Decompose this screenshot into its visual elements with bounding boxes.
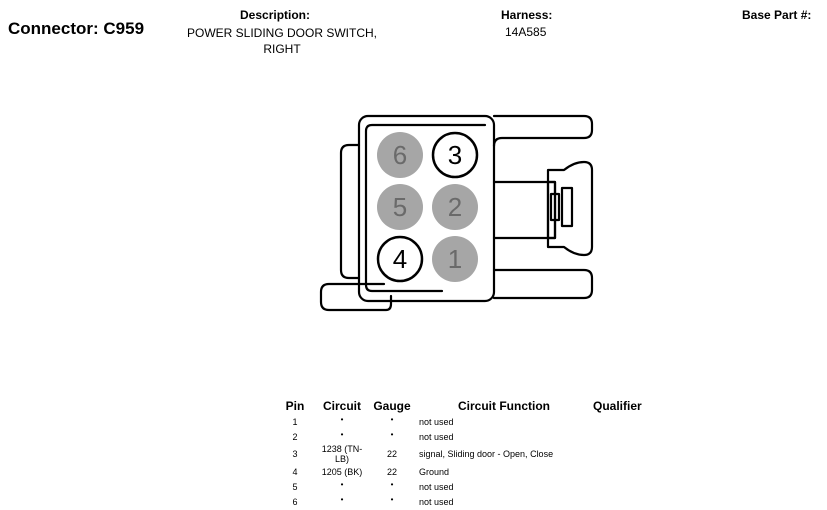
connector-key <box>492 180 557 240</box>
col-gauge-header: Gauge <box>373 398 411 413</box>
connector-left-tab <box>339 143 361 280</box>
pin-cell: 3 <box>292 449 298 459</box>
function-cell: not used <box>419 481 454 492</box>
pin-table: Pin Circuit Gauge Circuit Function Quali… <box>275 397 673 509</box>
qualifier-cell <box>593 429 673 444</box>
pin-cell: 6 <box>292 496 298 507</box>
connector-top-arm <box>492 114 594 148</box>
connector-lock-tab <box>560 186 574 228</box>
table-row: 1 • • not used <box>275 414 673 429</box>
gauge-cell: • <box>390 429 394 439</box>
table-row: 4 1205 (BK) 22 Ground <box>275 464 673 479</box>
pin-3-label: 3 <box>448 140 462 170</box>
pin-cell: 5 <box>292 481 298 492</box>
function-cell: not used <box>419 496 454 507</box>
table-row: 2 • • not used <box>275 429 673 444</box>
circuit-cell: • <box>340 479 344 489</box>
pin-5-circle <box>377 184 423 230</box>
qualifier-cell <box>593 494 673 509</box>
col-pin-header: Pin <box>285 398 305 413</box>
connector-title: Connector: C959 <box>8 19 145 38</box>
pin-5-label: 5 <box>393 192 407 222</box>
pin-4-circle <box>376 235 424 283</box>
function-cell: not used <box>419 431 454 442</box>
description-line-1: POWER SLIDING DOOR SWITCH, <box>186 26 377 40</box>
pin-1-label: 1 <box>448 244 462 274</box>
pin-1-circle <box>432 236 478 282</box>
gauge-cell: • <box>390 414 394 424</box>
circuit-cell: • <box>340 429 344 439</box>
pin-2-circle <box>432 184 478 230</box>
description-label: Description: <box>240 8 311 22</box>
table-header-row: Pin Circuit Gauge Circuit Function Quali… <box>275 397 673 414</box>
harness-label: Harness: <box>501 8 553 22</box>
function-cell: Ground <box>419 466 450 477</box>
table-row: 6 • • not used <box>275 494 673 509</box>
gauge-cell: 22 <box>386 449 397 459</box>
circuit-cell: • <box>340 494 344 504</box>
table-row: 5 • • not used <box>275 479 673 494</box>
function-cell: not used <box>419 416 454 427</box>
connector-pins: 6 3 5 2 4 1 <box>376 131 479 283</box>
base-part-label: Base Part #: <box>742 8 812 22</box>
connector-inner-outline <box>364 123 487 293</box>
function-cell: signal, Sliding door - Open, Close <box>419 449 554 459</box>
connector-face-diagram: 6 3 5 2 4 1 <box>319 114 594 312</box>
pin-cell: 1 <box>292 416 298 427</box>
col-function-header: Circuit Function <box>458 398 550 413</box>
description-value: POWER SLIDING DOOR SWITCH, RIGHT <box>164 25 400 57</box>
pin-6-circle <box>377 132 423 178</box>
circuit-cell: 1205 (BK) <box>321 466 363 477</box>
gauge-cell: 22 <box>386 466 397 477</box>
connector-outer-body <box>357 114 496 303</box>
pin-6-label: 6 <box>393 140 407 170</box>
pin-3-circle <box>431 131 479 179</box>
circuit-cell: 1238 (TN-LB) <box>321 444 363 464</box>
pin-2-label: 2 <box>448 192 462 222</box>
pin-cell: 2 <box>292 431 298 442</box>
col-circuit-header: Circuit <box>322 398 361 413</box>
description-line-2: RIGHT <box>263 42 301 56</box>
gauge-cell: • <box>390 494 394 504</box>
qualifier-cell <box>593 414 673 429</box>
connector-bottom-arm <box>492 268 594 300</box>
pin-cell: 4 <box>292 466 298 477</box>
harness-value: 14A585 <box>505 25 547 39</box>
gauge-cell: • <box>390 479 394 489</box>
col-qualifier-header: Qualifier <box>593 398 642 413</box>
circuit-cell: • <box>340 414 344 424</box>
connector-latch-foot <box>319 282 393 312</box>
pin-4-label: 4 <box>393 244 407 274</box>
qualifier-cell <box>593 444 673 464</box>
connector-lock-bracket <box>546 160 594 257</box>
connector-lock-slot <box>549 192 561 222</box>
qualifier-cell <box>593 464 673 479</box>
table-row: 3 1238 (TN-LB) 22 signal, Sliding door - Op… <box>275 444 673 464</box>
qualifier-cell <box>593 479 673 494</box>
